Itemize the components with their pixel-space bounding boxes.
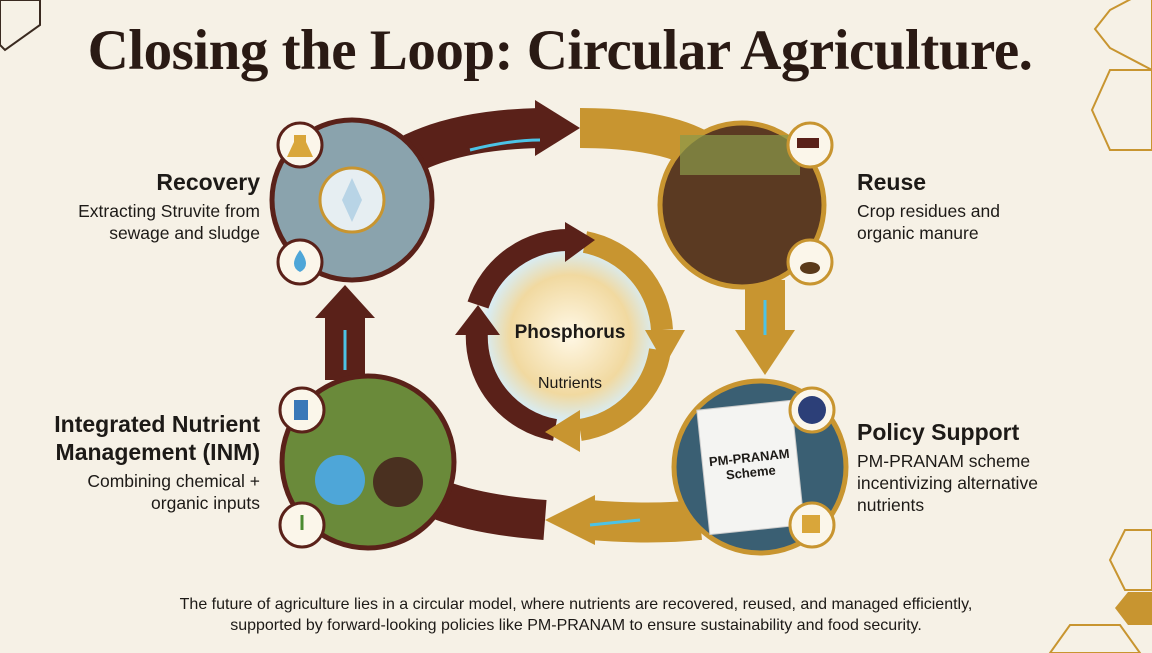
reuse-image bbox=[657, 120, 827, 290]
phosphorus-glow bbox=[470, 235, 670, 435]
inm-heading: Integrated Nutrient Management (INM) bbox=[54, 411, 260, 465]
page-title: Closing the Loop: Circular Agriculture. bbox=[87, 19, 1033, 82]
hexagon-decoration bbox=[0, 0, 41, 52]
reuse-description: Crop residues and organic manure bbox=[857, 201, 1000, 243]
inm-description: Combining chemical + organic inputs bbox=[87, 471, 260, 513]
scheme-document bbox=[696, 399, 805, 536]
reuse-heading: Reuse bbox=[857, 169, 927, 195]
policy-heading: Policy Support bbox=[857, 419, 1020, 445]
inner-loop-arrows bbox=[465, 228, 673, 441]
hexagon-decoration bbox=[1048, 0, 1152, 653]
recovery-heading: Recovery bbox=[156, 169, 260, 195]
policy-description: PM-PRANAM scheme incentivizing alternati… bbox=[857, 451, 1038, 515]
recovery-description: Extracting Struvite from sewage and slud… bbox=[78, 201, 260, 243]
footer-summary: The future of agriculture lies in a circ… bbox=[179, 596, 973, 634]
struvite-crystal-icon bbox=[342, 178, 362, 222]
inm-image bbox=[279, 373, 457, 551]
hexagon-decoration bbox=[1115, 592, 1152, 625]
center-heading: Phosphorus bbox=[514, 322, 626, 343]
arrow-head bbox=[535, 100, 580, 156]
reuse-label: Reuse Crop residues and organic manure bbox=[857, 168, 1057, 244]
inm-label: Integrated Nutrient Management (INM) Com… bbox=[10, 410, 260, 514]
recovery-label: Recovery Extracting Struvite from sewage… bbox=[20, 168, 260, 244]
icon-badges bbox=[276, 121, 836, 549]
center-subheading: Nutrients bbox=[537, 375, 603, 392]
policy-label: Policy Support PM-PRANAM scheme incentiv… bbox=[857, 418, 1087, 516]
